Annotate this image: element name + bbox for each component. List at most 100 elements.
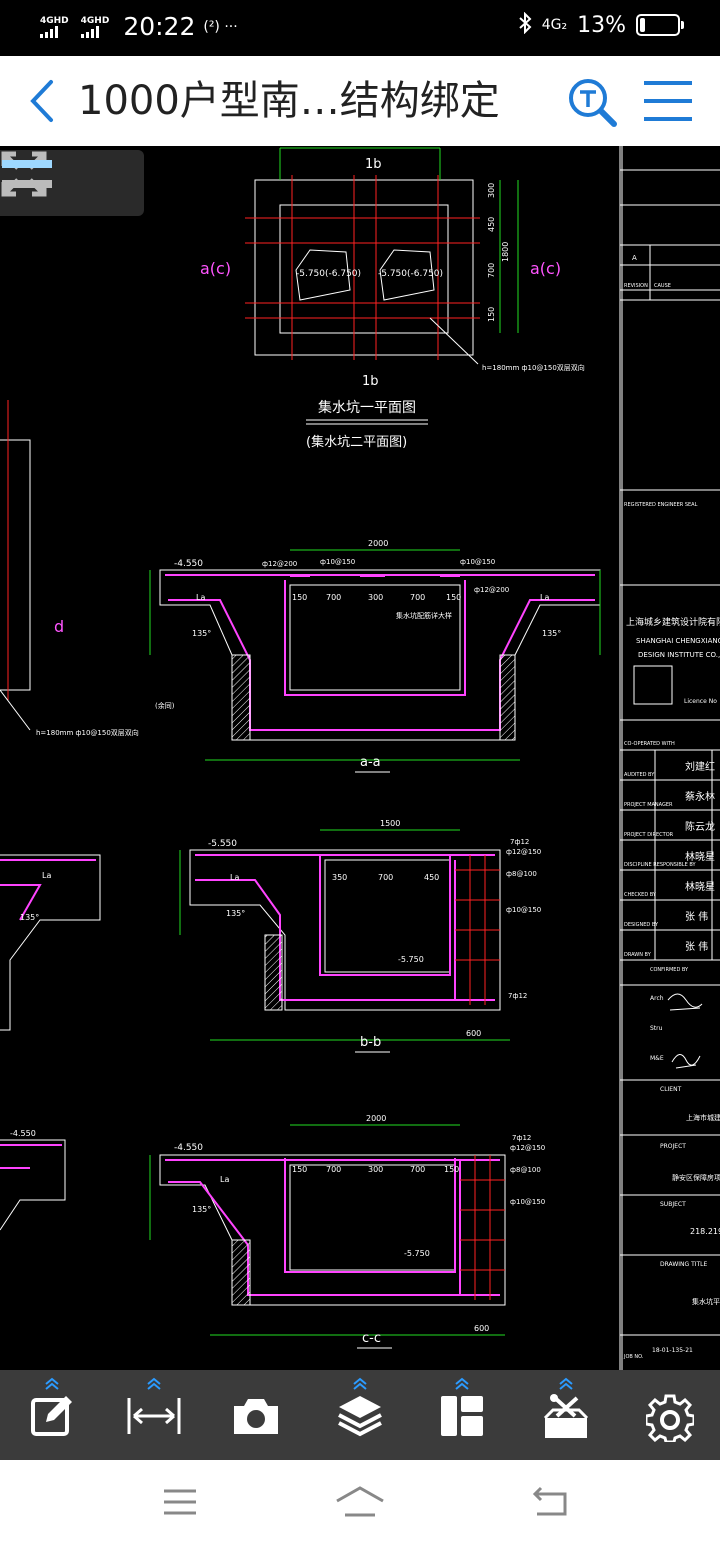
nav-menu-icon: [164, 1489, 196, 1515]
section-a: -4.550 2000 150 700 300 700 150 ф12@200 …: [149, 539, 601, 773]
signal-indicator-1: 4GHD: [40, 16, 69, 38]
tb-company-cn: 上海城乡建筑设计院有限公司: [626, 616, 720, 628]
tb-revision-label: REVISION: [624, 283, 648, 289]
section-c-dim-5: 150: [444, 1165, 459, 1174]
section-a-anchor-1: La: [196, 593, 205, 602]
section-b-rebar-2: ф12@150: [506, 848, 541, 856]
section-c-dim-2: 700: [326, 1165, 341, 1174]
text-search-button[interactable]: [566, 76, 622, 128]
tb-project-name: 静安区保障房项目: [672, 1173, 720, 1182]
section-c-top-dim: 2000: [366, 1114, 386, 1123]
system-nav-bar: [0, 1460, 720, 1544]
plan-dim-total: 1800: [501, 242, 510, 262]
plan-title: 集水坑一平面图: [318, 399, 416, 416]
status-left: 4GHD 4GHD 20:22 (²) ···: [40, 12, 238, 42]
section-a-dim-4: 700: [410, 593, 425, 602]
section-a-anchor-2: La: [540, 593, 549, 602]
layers-tool-button[interactable]: [324, 1370, 396, 1460]
tb-revision: A: [632, 254, 637, 262]
layers-icon: [338, 1396, 382, 1437]
plan-note: h=180mm ф10@150双层双向: [482, 363, 585, 372]
section-b-dim-2: 700: [378, 873, 393, 882]
section-c-rebar-4: ф10@150: [510, 1198, 545, 1206]
section-c-dim-4: 700: [410, 1165, 425, 1174]
bars-toggle-icon: [2, 160, 52, 188]
network-type: 4G₂: [541, 17, 568, 33]
layout-tool-button[interactable]: [426, 1370, 498, 1460]
section-c-bottom-level: -5.750: [404, 1249, 430, 1258]
settings-button[interactable]: [634, 1370, 706, 1460]
tb-job-no-label: JOB NO.: [623, 1354, 644, 1360]
cad-drawing-canvas[interactable]: 1b 1b a(c) a(c) -5.750(-6.750) -5.750(-6…: [0, 146, 720, 1370]
section-a-rebar-3: ф10@150: [460, 558, 495, 566]
back-button[interactable]: [20, 74, 64, 128]
tb-role-label: PROJECT DIRECTOR: [624, 832, 674, 838]
bluetooth-icon: [518, 11, 532, 38]
view-control-panel: [0, 150, 144, 216]
clock: 20:22: [123, 12, 196, 41]
section-c-rebar-1: 7ф12: [512, 1134, 531, 1142]
tb-role-name: 张 伟: [685, 940, 708, 953]
section-c-angle: 135°: [192, 1205, 211, 1214]
tb-role-label: CHECKED BY: [624, 892, 657, 898]
tb-subject: SUBJECT: [660, 1201, 686, 1208]
section-a-top-dim: 2000: [368, 539, 388, 548]
section-a-level: -4.550: [174, 559, 203, 569]
cad-drawing: 1b 1b a(c) a(c) -5.750(-6.750) -5.750(-6…: [0, 146, 720, 1370]
section-c: -4.550 2000 150 700 300 700 150 -5.750 7…: [149, 1114, 545, 1349]
section-b-level: -5.550: [208, 839, 237, 849]
tb-role-name: 林晓星: [685, 850, 715, 863]
tb-confirmed: CONFIRMED BY: [650, 967, 689, 973]
edit-tool-button[interactable]: [16, 1370, 88, 1460]
battery-fill: [640, 18, 645, 32]
left-note: h=180mm ф10@150双层双向: [36, 728, 139, 737]
section-a-angle-2: 135°: [542, 629, 561, 638]
section-b: -5.550 1500 350 700 450 -5.750 7ф12 ф12@…: [179, 819, 541, 1053]
tb-arch: Arch: [650, 995, 664, 1002]
section-a-rebar-2: ф10@150: [320, 558, 355, 566]
tb-mep: M&E: [650, 1055, 664, 1062]
nav-home-button[interactable]: [330, 1482, 390, 1522]
hamburger-menu-button[interactable]: [640, 78, 696, 124]
section-a-dim-2: 700: [326, 593, 341, 602]
section-c-level: -4.550: [174, 1143, 203, 1153]
tb-co-operated: CO-OPERATED WITH: [624, 741, 675, 747]
layout-toggle-button[interactable]: [2, 155, 132, 211]
plan-dim-2: 450: [487, 217, 496, 232]
section-b-rebar-3: ф8@100: [506, 870, 537, 878]
status-right: 4G₂ 13%: [518, 11, 684, 38]
screenshot-tool-button[interactable]: [220, 1370, 292, 1460]
measure-tool-button[interactable]: [118, 1370, 190, 1460]
nav-menu-button[interactable]: [150, 1482, 210, 1522]
section-mark-top: 1b: [365, 157, 382, 172]
left-label-d: d: [54, 617, 64, 636]
battery-icon: [636, 14, 684, 36]
left-partial-section: La 135°: [0, 854, 101, 1031]
signal-indicator-2: 4GHD: [80, 16, 109, 38]
hamburger-menu-icon: [644, 81, 692, 121]
plan-subtitle: (集水坑二平面图): [306, 434, 407, 450]
tb-stru: Stru: [650, 1025, 663, 1032]
section-b-rebar-4: ф10@150: [506, 906, 541, 914]
camera-icon: [234, 1399, 278, 1434]
tb-role-label: AUDITED BY: [624, 772, 655, 778]
left-section-angle: 135°: [20, 913, 39, 922]
section-c-rebar-2: ф12@150: [510, 1144, 545, 1152]
tb-role-label: PROJECT MANAGER: [624, 802, 673, 808]
nav-back-button[interactable]: [520, 1482, 580, 1522]
battery-percent: 13%: [577, 12, 626, 38]
signal-bars-icon: [80, 26, 99, 38]
section-mark-bottom: 1b: [362, 374, 379, 389]
plan-view: 1b 1b a(c) a(c) -5.750(-6.750) -5.750(-6…: [200, 147, 585, 450]
tb-role-name: 蔡永林: [685, 790, 715, 803]
tb-company-en1: SHANGHAI CHENGXIANG: [636, 637, 720, 645]
toolbox-button[interactable]: [530, 1370, 602, 1460]
section-c-dim-3: 300: [368, 1165, 383, 1174]
section-a-dim-5: 150: [446, 593, 461, 602]
signal-label: 4GHD: [40, 16, 69, 26]
title-block: A REVISION CAUSE REGISTERED ENGINEER SEA…: [619, 146, 720, 1370]
nav-home-icon: [336, 1486, 384, 1517]
section-b-anchor: La: [230, 873, 239, 882]
tb-job-no: 18-01-135-21: [652, 1347, 693, 1354]
